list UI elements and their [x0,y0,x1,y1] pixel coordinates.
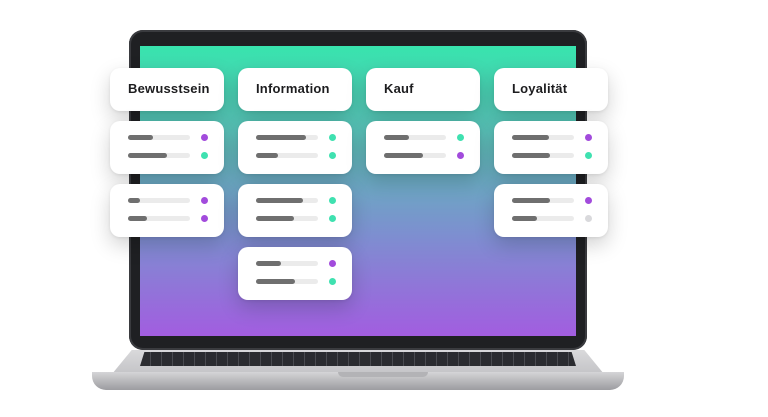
progress-row [256,215,336,222]
status-dot [329,152,336,159]
progress-track [384,135,446,140]
status-dot [201,134,208,141]
progress-track [256,153,318,158]
status-dot [457,134,464,141]
stage-item-card[interactable] [238,247,352,300]
progress-fill [256,216,294,221]
progress-track [512,153,574,158]
progress-row [512,152,592,159]
stage-header-2: Kauf [366,68,480,111]
progress-row [128,152,208,159]
laptop-keyboard [140,352,576,366]
progress-fill [384,135,409,140]
stage-item-card[interactable] [238,184,352,237]
progress-track [128,198,190,203]
progress-fill [512,216,537,221]
progress-track [256,279,318,284]
progress-row [256,134,336,141]
status-dot [585,152,592,159]
progress-fill [512,198,550,203]
progress-row [128,134,208,141]
status-dot [201,152,208,159]
progress-fill [256,198,303,203]
progress-row [512,215,592,222]
progress-track [512,216,574,221]
progress-fill [384,153,423,158]
stage-item-card[interactable] [494,121,608,174]
stage-item-card[interactable] [494,184,608,237]
stage-item-card[interactable] [238,121,352,174]
progress-row [128,215,208,222]
progress-row [256,152,336,159]
progress-track [128,135,190,140]
progress-row [384,152,464,159]
status-dot [329,197,336,204]
stage-item-card[interactable] [110,121,224,174]
stage-item-card[interactable] [110,184,224,237]
progress-fill [256,261,281,266]
status-dot [201,197,208,204]
progress-row [256,278,336,285]
progress-track [256,261,318,266]
progress-track [512,198,574,203]
progress-fill [256,135,306,140]
status-dot [329,134,336,141]
progress-track [128,216,190,221]
status-dot [329,215,336,222]
status-dot [585,134,592,141]
progress-fill [128,135,153,140]
stage-header-3: Loyalität [494,68,608,111]
stage-title: Kauf [384,81,414,96]
progress-row [384,134,464,141]
status-dot [329,260,336,267]
progress-row [256,260,336,267]
progress-fill [256,279,295,284]
stage-title: Information [256,81,330,96]
stage-header-1: Information [238,68,352,111]
progress-fill [128,198,140,203]
laptop-base [92,372,624,390]
progress-fill [512,135,549,140]
stage-title: Loyalität [512,81,568,96]
progress-fill [512,153,550,158]
status-dot [585,215,592,222]
progress-fill [256,153,278,158]
progress-track [256,216,318,221]
progress-row [512,134,592,141]
progress-row [512,197,592,204]
stage-title: Bewusstsein [128,81,210,96]
progress-row [256,197,336,204]
laptop-notch [338,372,428,377]
progress-fill [128,153,167,158]
stage-item-card[interactable] [366,121,480,174]
progress-row [128,197,208,204]
progress-fill [128,216,147,221]
stage-header-0: Bewusstsein [110,68,224,111]
status-dot [201,215,208,222]
status-dot [585,197,592,204]
progress-track [256,198,318,203]
status-dot [457,152,464,159]
progress-track [128,153,190,158]
progress-track [384,153,446,158]
progress-track [512,135,574,140]
status-dot [329,278,336,285]
progress-track [256,135,318,140]
